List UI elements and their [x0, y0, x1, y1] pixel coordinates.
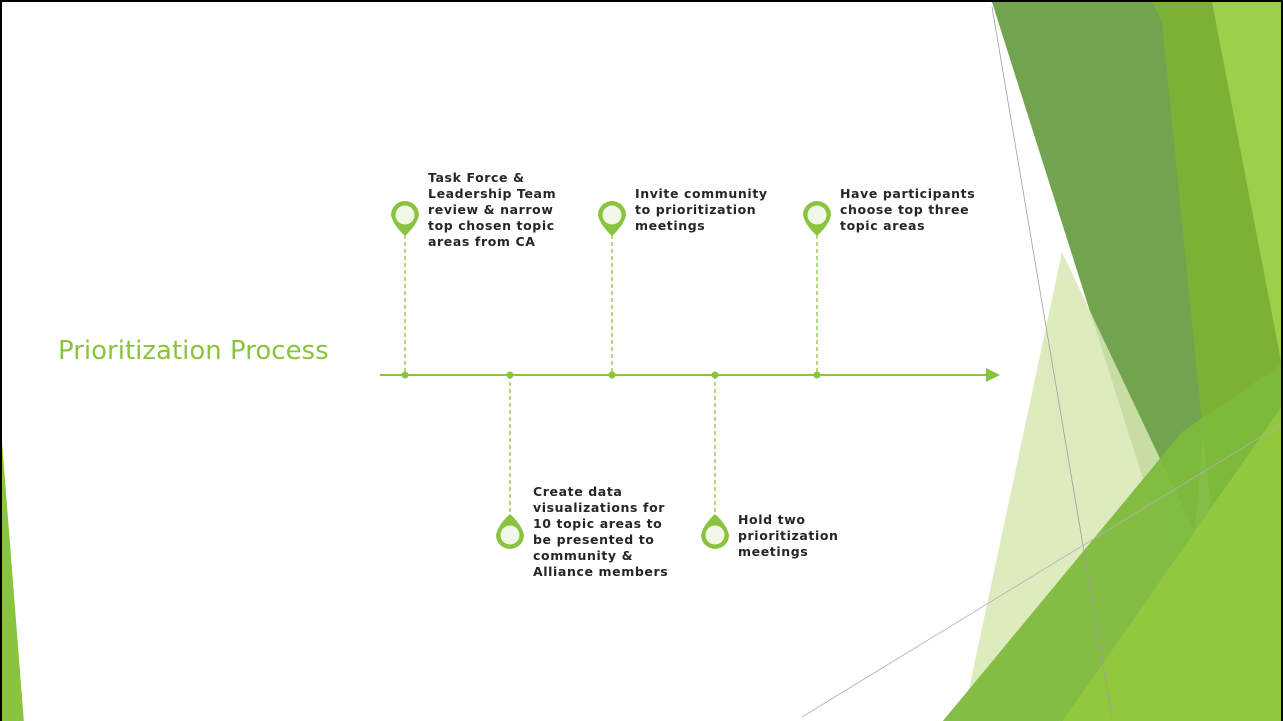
timeline-arrow-head	[986, 368, 1000, 382]
timeline-dot	[401, 371, 409, 379]
timeline-pin-center	[500, 525, 520, 545]
right-bottom-bright	[1062, 407, 1281, 721]
timeline-step-text: Have participants choose top three topic…	[840, 186, 976, 233]
timeline-step-text: Create data visualizations for 10 topic …	[533, 484, 669, 579]
right-bright-shape	[1212, 2, 1281, 362]
left-accent-shape	[2, 442, 24, 721]
timeline-pin-center	[807, 205, 827, 225]
decor-line-2	[801, 423, 1281, 718]
timeline-dot	[813, 371, 821, 379]
timeline-dot	[711, 371, 719, 379]
timeline-step-text: Task Force & Leadership Team review & na…	[428, 170, 557, 249]
timeline-pin-center	[395, 205, 415, 225]
timeline-step-text: Hold two prioritization meetings	[738, 512, 839, 559]
timeline-pin-center	[602, 205, 622, 225]
timeline-step-text: Invite community to prioritization meeti…	[635, 186, 768, 233]
slide-title: Prioritization Process	[58, 336, 329, 366]
timeline-dot	[608, 371, 616, 379]
decor-line-1	[991, 6, 1113, 718]
timeline-pin-center	[705, 525, 725, 545]
timeline-dot	[506, 371, 514, 379]
right-dark-shape	[992, 2, 1212, 602]
